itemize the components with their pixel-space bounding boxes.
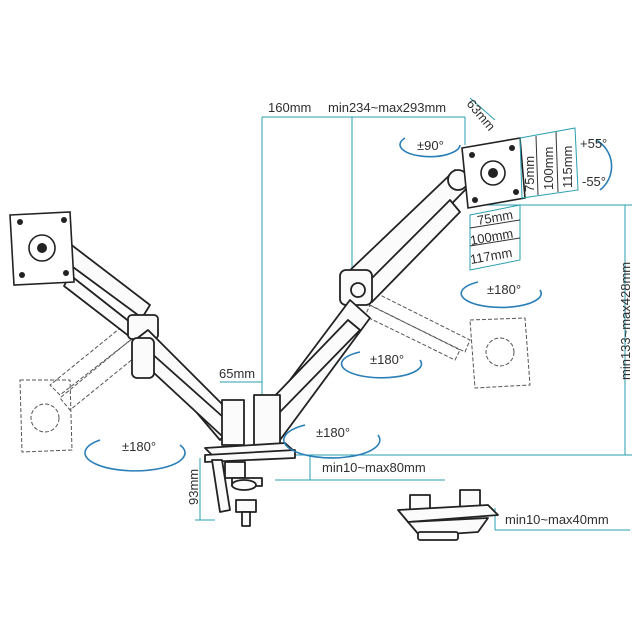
rotation-indicators	[84, 137, 613, 472]
vesa-115v: 115mm	[560, 146, 575, 188]
tilt-icon	[595, 139, 613, 191]
right-vesa-plate	[461, 137, 526, 209]
dim-clamp-range: min10~max80mm	[322, 460, 426, 475]
vesa-117h: 117mm	[469, 245, 513, 267]
tilt-down-label: -55°	[582, 174, 606, 189]
dim-width-160: 160mm	[268, 100, 311, 115]
center-column	[204, 394, 296, 527]
swivel-top-icon	[460, 281, 542, 309]
left-vesa-plate	[9, 211, 75, 286]
rotate-screen-icon	[399, 137, 461, 158]
rotation-screen-label: ±90°	[417, 138, 444, 153]
swivel-base-label: ±180°	[316, 425, 350, 440]
dim-grommet-range: min10~max40mm	[505, 512, 609, 527]
swivel-left-icon	[84, 439, 186, 472]
vesa-100v: 100mm	[541, 147, 556, 190]
swivel-mid-label: ±180°	[370, 352, 404, 367]
swivel-top-label: ±180°	[487, 282, 521, 297]
swivel-base-icon	[283, 424, 381, 459]
dimension-lines	[195, 97, 632, 531]
dim-column-65: 65mm	[219, 366, 255, 381]
swivel-left-label: ±180°	[122, 439, 156, 454]
dim-reach: min234~max293mm	[328, 100, 446, 115]
vesa-100h: 100mm	[469, 226, 514, 248]
tilt-up-label: +55°	[580, 136, 607, 151]
swivel-mid-icon	[340, 351, 423, 379]
right-arm	[259, 169, 471, 441]
left-arm	[57, 239, 239, 441]
dim-offset-63: 63mm	[464, 96, 499, 133]
grommet-base	[397, 489, 499, 541]
vesa-75h: 75mm	[476, 207, 514, 228]
dim-height-range: min133~max428mm	[618, 262, 633, 380]
vesa-dimension-boxes	[469, 127, 579, 271]
vesa-75v: 75mm	[522, 156, 537, 192]
dim-clamp-93: 93mm	[186, 469, 201, 505]
